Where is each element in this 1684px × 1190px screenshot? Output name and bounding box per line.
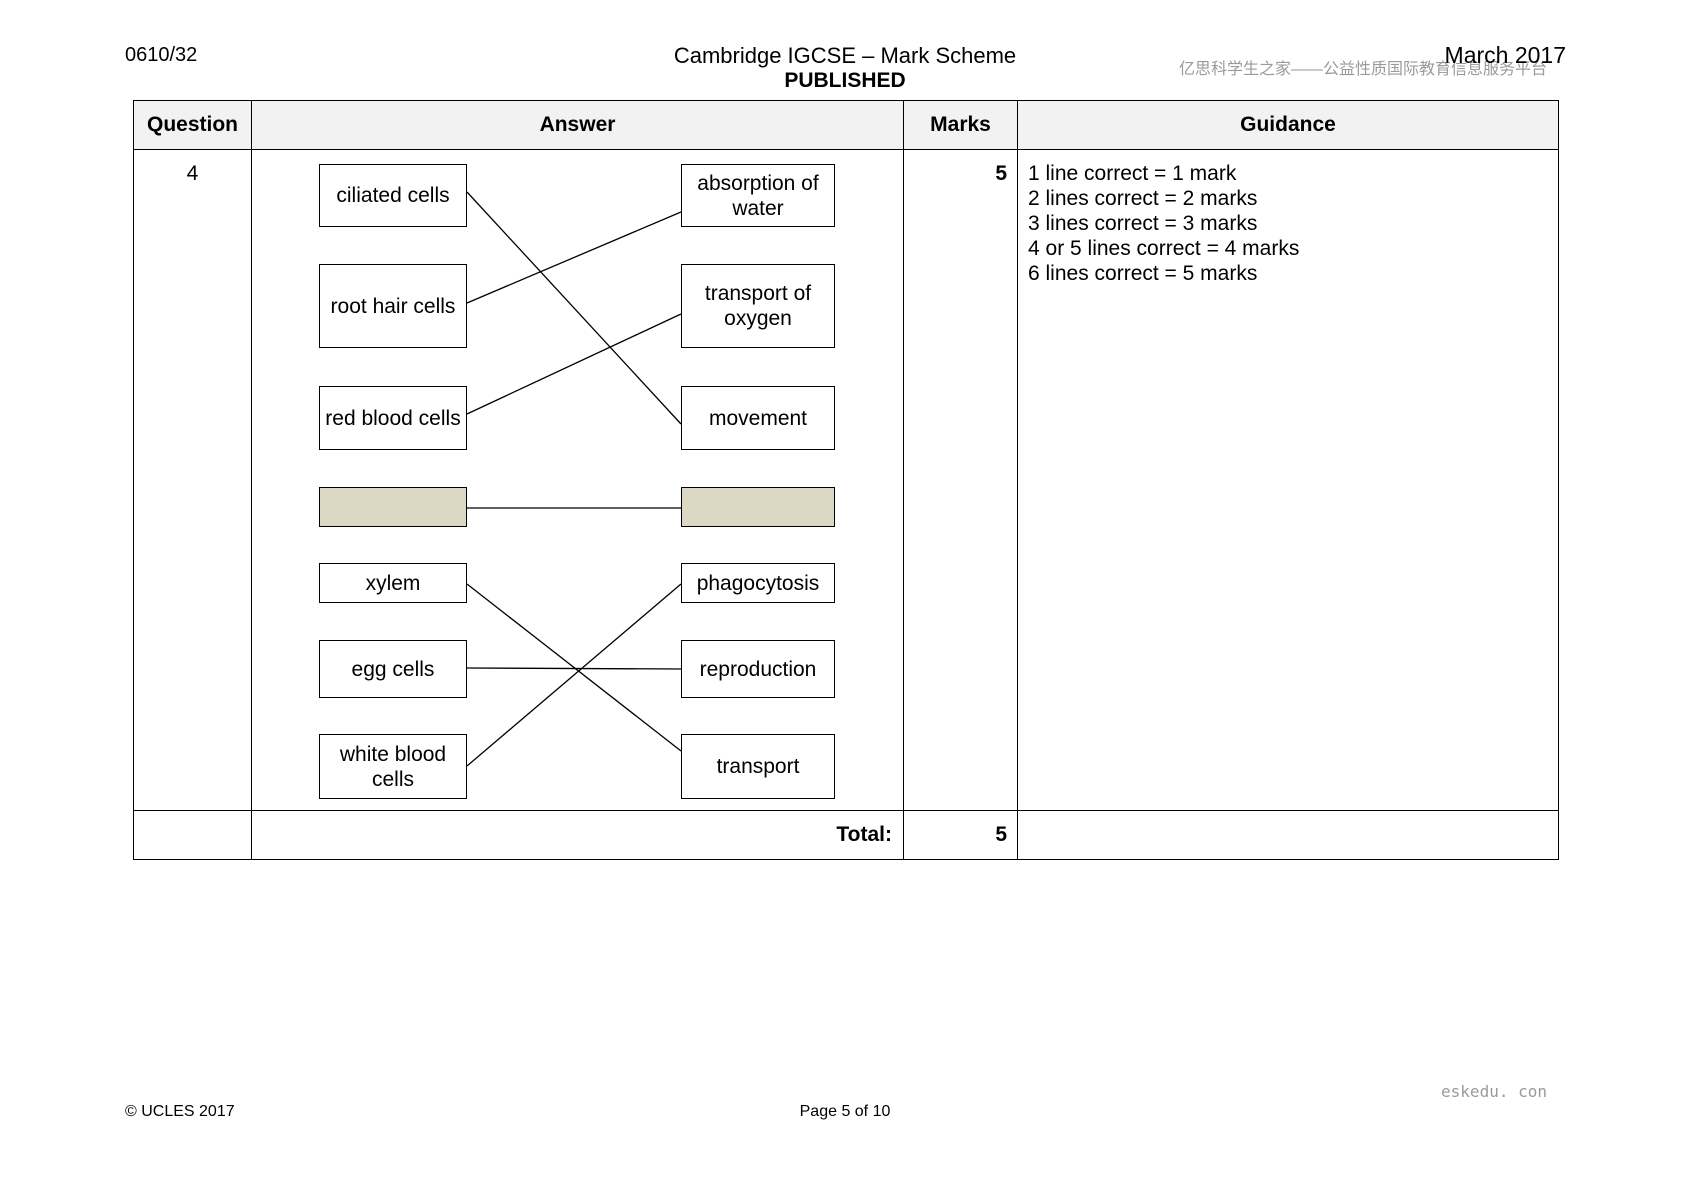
exam-date: March 2017 (1444, 42, 1566, 68)
left-box-label: xylem (365, 571, 421, 595)
left-box-root-hair-cells: root hair cells (319, 264, 467, 348)
right-box-label: transport of oxygen (704, 282, 812, 330)
guidance-text: 1 line correct = 1 mark 2 lines correct … (1028, 161, 1299, 286)
table-header-divider (134, 149, 1559, 150)
right-box-reproduction: reproduction (681, 640, 835, 698)
guidance-line: 6 lines correct = 5 marks (1028, 262, 1258, 285)
guidance-line: 3 lines correct = 3 marks (1028, 212, 1258, 235)
document-title: Cambridge IGCSE – Mark Scheme (673, 43, 1017, 68)
site-watermark: eskedu. con (1441, 1082, 1547, 1101)
left-box-label: red blood cells (325, 406, 461, 430)
guidance-line: 1 line correct = 1 mark (1028, 162, 1237, 185)
column-divider (1017, 100, 1018, 860)
copyright-notice: © UCLES 2017 (125, 1103, 235, 1120)
column-divider (903, 100, 904, 860)
total-label: Total: (836, 823, 892, 846)
left-box-shaded-example (319, 487, 467, 527)
match-line (466, 191, 682, 425)
left-box-ciliated-cells: ciliated cells (319, 164, 467, 227)
right-box-label: phagocytosis (696, 571, 820, 595)
guidance-line: 2 lines correct = 2 marks (1028, 187, 1258, 210)
right-box-label: absorption of water (697, 171, 819, 220)
match-line (466, 313, 682, 415)
left-box-label: ciliated cells (336, 184, 450, 207)
table-border-top (134, 100, 1559, 101)
table-border-right (1558, 100, 1559, 860)
left-box-label: egg cells (351, 657, 435, 681)
left-box-egg-cells: egg cells (319, 640, 467, 698)
page-number: Page 5 of 10 (799, 1103, 891, 1120)
match-line (466, 583, 682, 752)
right-box-absorption-of-water: absorption of water (681, 164, 835, 227)
left-box-red-blood-cells: red blood cells (319, 386, 467, 450)
left-box-label: root hair cells (330, 294, 456, 318)
right-box-shaded-example (681, 487, 835, 527)
left-box-white-blood-cells: white blood cells (319, 734, 467, 799)
column-header-marks: Marks (930, 113, 991, 136)
question-marks: 5 (995, 162, 1007, 185)
watermark-text: 亿思科学生之家——公益性质国际教育信息服务平台 (1178, 61, 1547, 78)
match-line (466, 667, 682, 670)
right-box-phagocytosis: phagocytosis (681, 563, 835, 603)
table-border-bottom (134, 859, 1559, 860)
syllabus-code: 0610/32 (125, 44, 198, 66)
table-total-divider (134, 810, 1559, 811)
right-box-label: movement (708, 406, 808, 430)
question-number: 4 (186, 162, 199, 185)
column-divider (251, 100, 252, 860)
left-box-label: white blood cells (339, 742, 447, 791)
right-box-transport: transport (681, 734, 835, 799)
right-box-movement: movement (681, 386, 835, 450)
right-box-transport-of-oxygen: transport of oxygen (681, 264, 835, 348)
guidance-line: 4 or 5 lines correct = 4 marks (1028, 237, 1300, 260)
left-box-xylem: xylem (319, 563, 467, 603)
table-border-left (133, 100, 134, 860)
right-box-label: reproduction (699, 657, 817, 681)
match-line (466, 211, 682, 304)
column-header-guidance: Guidance (1240, 113, 1336, 136)
column-header-question: Question (146, 113, 238, 136)
column-header-answer: Answer (539, 113, 616, 136)
match-line (466, 583, 682, 767)
published-label: PUBLISHED (784, 69, 906, 92)
total-marks: 5 (995, 823, 1007, 846)
table-header-row (134, 101, 1558, 149)
right-box-label: transport (716, 755, 800, 778)
